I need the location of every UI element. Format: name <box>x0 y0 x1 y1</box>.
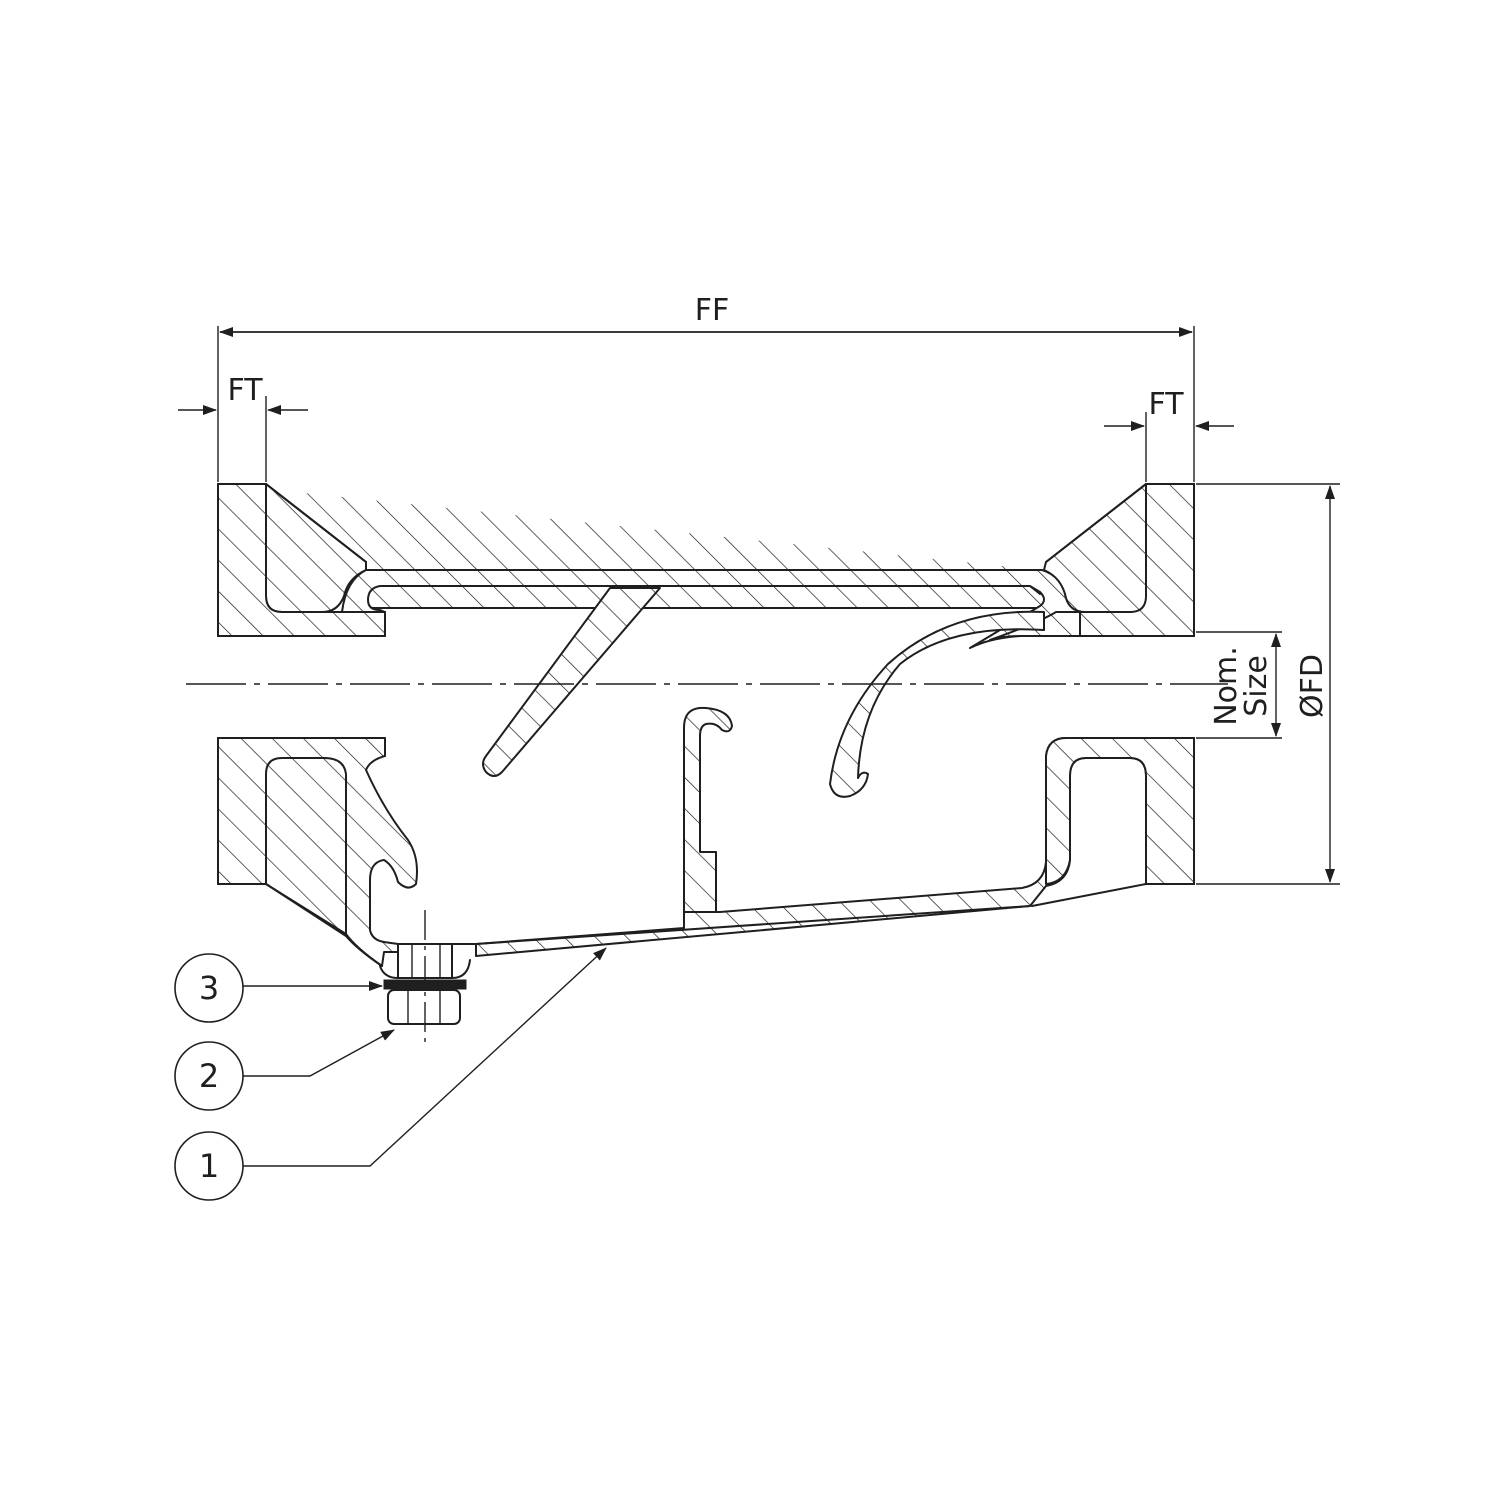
plug-hex-head <box>387 989 461 1025</box>
callout-number-3: 3 <box>199 969 219 1007</box>
dimension-nominal-size <box>1196 631 1282 739</box>
callout-2[interactable]: 2 <box>174 1029 395 1111</box>
drain-plug-assembly <box>379 910 471 1042</box>
dim-label-nom: Nom. <box>1209 646 1244 726</box>
callout-number-1: 1 <box>199 1147 219 1185</box>
dimension-fd <box>1196 483 1340 885</box>
dim-label-ft-left: FT <box>227 373 263 408</box>
dim-label-size: Size <box>1239 655 1274 717</box>
dim-label-fd: ØFD <box>1295 654 1330 718</box>
left-flange-lower <box>217 737 418 967</box>
right-flange-hub-upper <box>989 483 1195 641</box>
screen-blade-upper <box>482 587 661 777</box>
callout-3[interactable]: 3 <box>174 953 383 1023</box>
callout-number-2: 2 <box>199 1057 219 1095</box>
curved-deflector <box>829 610 1045 798</box>
dimension-ft-left <box>178 396 308 482</box>
callout-1[interactable]: 1 <box>174 947 607 1201</box>
dimension-ft-right <box>1104 412 1234 482</box>
baffle-hook <box>683 706 733 929</box>
dimension-ff <box>217 326 1195 482</box>
dim-label-ff: FF <box>695 293 730 328</box>
strainer-body <box>217 483 1195 967</box>
dim-label-ft-right: FT <box>1148 387 1184 422</box>
outlines <box>217 483 1195 967</box>
right-flange-lower <box>1045 737 1195 885</box>
